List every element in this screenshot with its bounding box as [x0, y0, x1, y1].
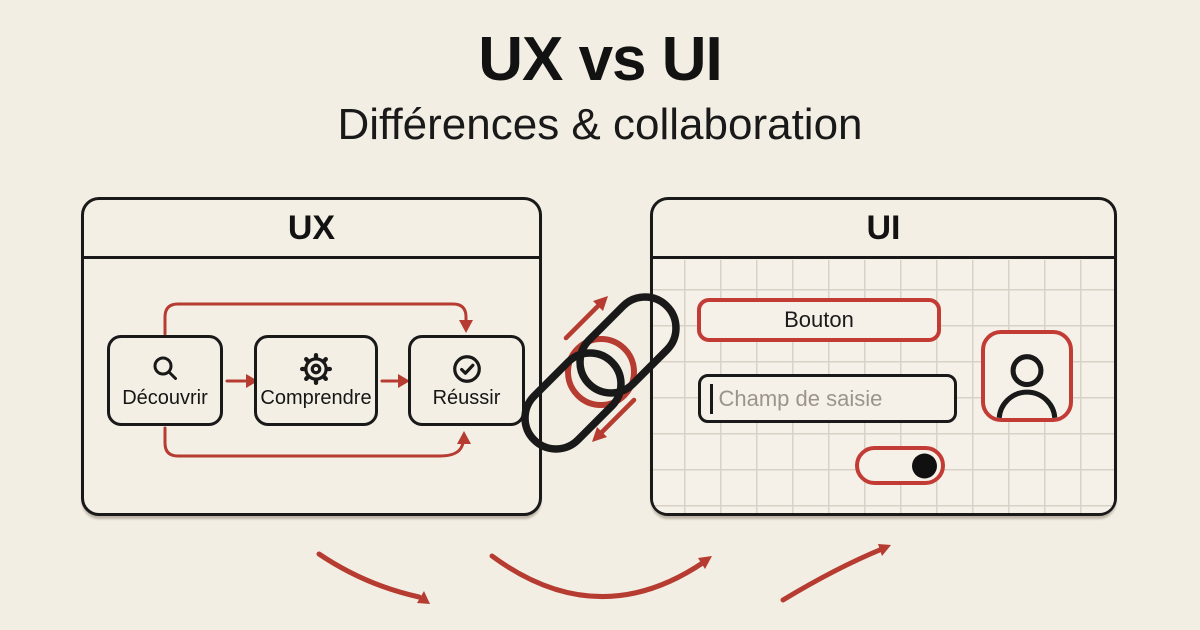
step-label: Découvrir [122, 387, 208, 409]
ux-panel-title: UX [287, 208, 336, 247]
user-icon [996, 354, 1058, 418]
step-label: Comprendre [260, 387, 372, 409]
gear-icon [300, 353, 332, 385]
text-input-field[interactable] [698, 374, 957, 423]
step-succeed: Réussir [408, 335, 525, 426]
chain-exchange-arrowheads [592, 296, 608, 442]
text-cursor [710, 383, 713, 414]
step-label: Réussir [432, 387, 501, 409]
chain-exchange-arrows [563, 302, 637, 436]
step-discover: Découvrir [107, 335, 223, 426]
bottom-swoosh-arrowheads [417, 544, 891, 604]
sample-button[interactable]: Bouton [697, 298, 941, 342]
search-icon [150, 353, 180, 385]
step-understand: Comprendre [254, 335, 378, 426]
ui-panel: UI Bouton [650, 197, 1117, 516]
avatar-widget[interactable] [981, 330, 1073, 422]
toggle-knob[interactable] [912, 453, 937, 478]
ux-panel-header: UX [84, 200, 539, 259]
check-circle-icon [451, 353, 483, 385]
ui-panel-header: UI [653, 200, 1114, 259]
sample-input[interactable] [716, 384, 954, 413]
toggle-switch[interactable] [855, 446, 945, 485]
bottom-swoosh-arrows [316, 546, 885, 603]
page-subtitle: Différences & collaboration [337, 100, 863, 149]
page-title: UX vs UI [478, 25, 723, 94]
ui-panel-title: UI [866, 208, 901, 247]
ui-panel-grid-body: Bouton [653, 260, 1114, 513]
